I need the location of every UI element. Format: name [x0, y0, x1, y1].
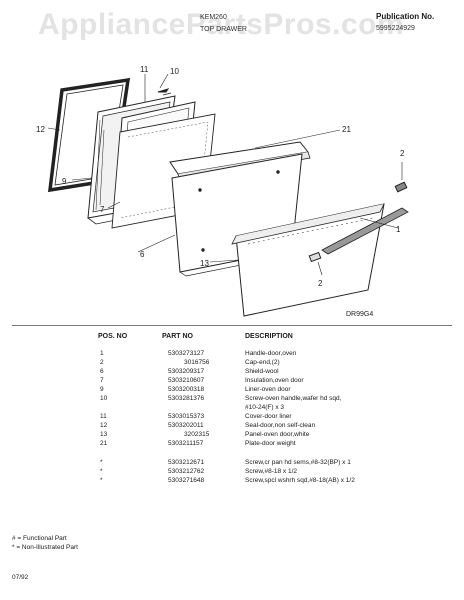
- table-row-desc: Cap-end,(2): [245, 359, 280, 366]
- table-row-part: 5303281376: [168, 395, 205, 402]
- watermark-text: AppliancePartsPros.com: [38, 8, 405, 41]
- table-row-pos: 13: [100, 431, 108, 438]
- table-row-part: 5303202011: [168, 422, 204, 429]
- table-row-desc: Cover-door liner: [245, 413, 292, 420]
- table-row-part: 5303015373: [168, 413, 205, 420]
- table-row-pos: *: [100, 468, 103, 475]
- callout-6: 6: [140, 250, 145, 259]
- footnote-non-illustrated: * = Non-Illustrated Part: [12, 544, 78, 551]
- section-title: TOP DRAWER: [200, 26, 247, 33]
- exploded-parts-diagram: 11 10 12 21 9 7 2 6 13 1 2 DR99G4: [36, 65, 409, 318]
- callout-2-top: 2: [400, 149, 405, 158]
- table-row-part: 3202315: [184, 431, 210, 438]
- table-row-part: 5303211157: [168, 440, 204, 447]
- header-pos-no: POS. NO: [98, 333, 128, 340]
- callout-2-bottom: 2: [318, 279, 323, 288]
- table-row-part: 5303200318: [168, 386, 205, 393]
- revision-date: 07/92: [12, 574, 29, 581]
- callout-10: 10: [170, 67, 179, 76]
- table-row-pos: 1: [100, 350, 104, 357]
- table-row-pos: 7: [100, 377, 104, 384]
- table-row-desc: Screw,spcl wshrh sqd,#8-18(AB) x 1/2: [245, 477, 355, 484]
- screw-part: [157, 88, 170, 93]
- table-row-part: 5303210607: [168, 377, 205, 384]
- callout-12: 12: [36, 125, 45, 134]
- table-row-pos: 9: [100, 386, 104, 393]
- table-row-desc: Plate-door weight: [245, 440, 296, 447]
- header-description: DESCRIPTION: [245, 333, 293, 340]
- door-panel-part: [231, 203, 385, 317]
- table-row-pos: 21: [100, 440, 108, 447]
- footnote-functional: # = Functional Part: [12, 535, 67, 542]
- table-row-part: 5303271648: [168, 477, 205, 484]
- table-row-desc: Liner-oven door: [245, 386, 291, 393]
- table-row-pos: 11: [100, 413, 107, 420]
- callout-13: 13: [200, 259, 209, 268]
- callout-7: 7: [100, 205, 105, 214]
- table-row-part: 5303273127: [168, 350, 205, 357]
- model-number: KEM260: [200, 14, 227, 21]
- table-row-pos: *: [100, 459, 103, 466]
- callout-1: 1: [396, 225, 401, 234]
- publication-label: Publication No.: [376, 12, 435, 21]
- table-row-pos: 12: [100, 422, 108, 429]
- table-row-desc: Panel-oven door,white: [245, 431, 310, 438]
- table-row-pos: 10: [100, 395, 108, 402]
- table-row-pos: 2: [100, 359, 104, 366]
- table-row-desc: Seal-door,non self-clean: [245, 422, 316, 429]
- table-row-desc: Handle-door,oven: [245, 350, 297, 357]
- table-row-pos: *: [100, 477, 103, 484]
- table-row-desc: Screw-oven handle,wafer hd sqd,: [245, 395, 342, 402]
- table-row-pos: 6: [100, 368, 104, 375]
- end-cap-part: [394, 181, 408, 193]
- callout-21: 21: [342, 125, 351, 134]
- table-row-part: 5303212762: [168, 468, 205, 475]
- diagram-id: DR99G4: [346, 311, 373, 318]
- header-part-no: PART NO: [162, 333, 193, 340]
- publication-number: 5995224929: [376, 25, 415, 32]
- table-row-desc: Shield-wool: [245, 368, 279, 375]
- table-row-desc: Screw,#8-18 x 1/2: [245, 468, 298, 475]
- table-row-part: 5303209317: [168, 368, 205, 375]
- callout-9: 9: [62, 177, 67, 186]
- callout-11: 11: [140, 65, 149, 74]
- table-row-part: 3016756: [184, 359, 210, 366]
- table-row-desc: Screw,cr pan hd sems,#8-32(BP) x 1: [245, 459, 351, 466]
- table-row-part: 5303212671: [168, 459, 205, 466]
- table-row-desc-cont: #10-24(F) x 3: [245, 404, 285, 411]
- table-row-desc: Insulation,oven door: [245, 377, 304, 384]
- table-top-rule: [12, 325, 452, 326]
